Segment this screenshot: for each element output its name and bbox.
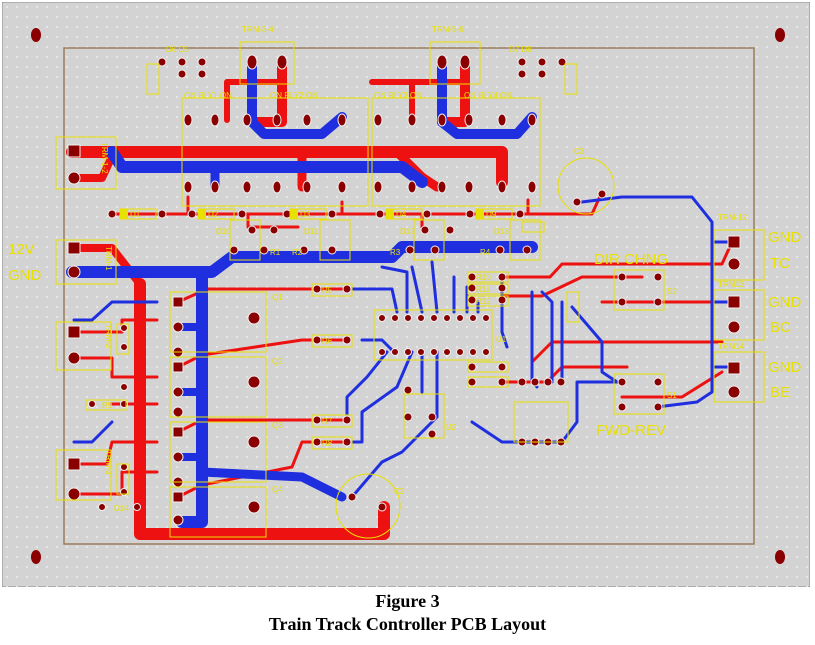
label-d1: D1 xyxy=(130,210,141,219)
figure-number: Figure 3 xyxy=(375,591,440,611)
label-be: BE xyxy=(770,384,790,401)
label-d13: D13 xyxy=(494,227,509,236)
label-s2: S2 xyxy=(667,287,677,296)
board-outline xyxy=(63,47,755,545)
label-rly1: ON RLY1 ON xyxy=(184,91,232,100)
label-r2: R2 xyxy=(292,248,303,257)
label-u1: U1 xyxy=(496,335,507,344)
label-trm12: TRM-1-2 xyxy=(100,142,109,174)
figure-caption: Figure 3 Train Track Controller PCB Layo… xyxy=(0,590,815,636)
label-gnd-r1: GND xyxy=(768,229,802,246)
label-r8: R8 xyxy=(322,439,333,448)
label-d2: D2 xyxy=(208,210,219,219)
label-r1: R1 xyxy=(270,248,281,257)
label-trm3: TRM-3 xyxy=(104,450,113,475)
label-trm56: TRM-5-6 xyxy=(432,25,464,34)
label-d10: D10 xyxy=(216,227,231,236)
label-d7d8: D7 D8 xyxy=(509,45,532,54)
label-r9: R9 xyxy=(102,401,113,410)
label-r11: R11 xyxy=(476,285,491,294)
label-r5: R5 xyxy=(322,286,333,295)
label-rly4: ON RLY4 ON xyxy=(464,91,512,100)
label-trm34: TRM-3-4 xyxy=(242,25,274,34)
label-fwd-rev: FWD-REV xyxy=(596,422,666,439)
label-gnd-r3: GND xyxy=(768,359,802,376)
label-rly3: ON RLY3 ON xyxy=(374,91,422,100)
label-trm12r: TRM-12 xyxy=(718,213,747,222)
top-copper-traces xyxy=(66,57,734,540)
label-bc: BC xyxy=(770,319,791,336)
label-d11: D11 xyxy=(304,227,319,236)
label-d6d5: D6 D5 xyxy=(166,45,189,54)
mounting-holes xyxy=(31,28,785,564)
label-d4: D4 xyxy=(396,210,407,219)
label-rly2: ON RLY2 ON xyxy=(270,91,318,100)
label-c2: C2 xyxy=(394,487,405,496)
figure-title: Train Track Controller PCB Layout xyxy=(268,614,547,634)
label-trm13: TRM13 xyxy=(718,280,745,289)
label-r4: R4 xyxy=(480,248,491,257)
label-q1: Q1 xyxy=(272,293,283,302)
pcb-board: TRM-3-4 TRM-5-6 D6 D5 D7 D8 ON RLY1 ON O… xyxy=(2,2,810,587)
bottom-copper-traces xyxy=(66,57,734,528)
pads xyxy=(67,54,741,526)
label-trm14: TRM14 xyxy=(718,342,745,351)
label-gnd-left: GND xyxy=(8,267,42,284)
silkscreen-labels: TRM-3-4 TRM-5-6 D6 D5 D7 D8 ON RLY1 ON O… xyxy=(8,25,802,513)
label-c3: C3 xyxy=(574,147,585,156)
label-q3: Q3 xyxy=(272,421,283,430)
label-s1: S1 xyxy=(667,391,677,400)
label-12v: 12V xyxy=(8,241,35,258)
label-d12: D12 xyxy=(400,227,415,236)
label-tc: TC xyxy=(770,255,790,272)
label-u2: U2 xyxy=(446,423,457,432)
label-q4: Q4 xyxy=(272,485,283,494)
label-q2: Q2 xyxy=(272,357,283,366)
label-dir-chng: DIR CHNG xyxy=(594,251,668,268)
label-r3: R3 xyxy=(390,248,401,257)
transistor-bodies xyxy=(120,209,484,219)
label-r6: R6 xyxy=(322,337,333,346)
label-d3: D3 xyxy=(300,210,311,219)
label-trm1: TRM-1 xyxy=(104,246,113,271)
label-gnd-r2: GND xyxy=(768,294,802,311)
label-r10: R10 xyxy=(476,273,491,282)
silkscreen-outlines xyxy=(55,41,765,539)
label-d9: D9 xyxy=(486,210,497,219)
label-trm2: TRM-2 xyxy=(104,324,113,349)
label-d14: D14 xyxy=(114,504,129,513)
label-r7: R7 xyxy=(322,417,333,426)
label-r12: R12 xyxy=(476,297,491,306)
